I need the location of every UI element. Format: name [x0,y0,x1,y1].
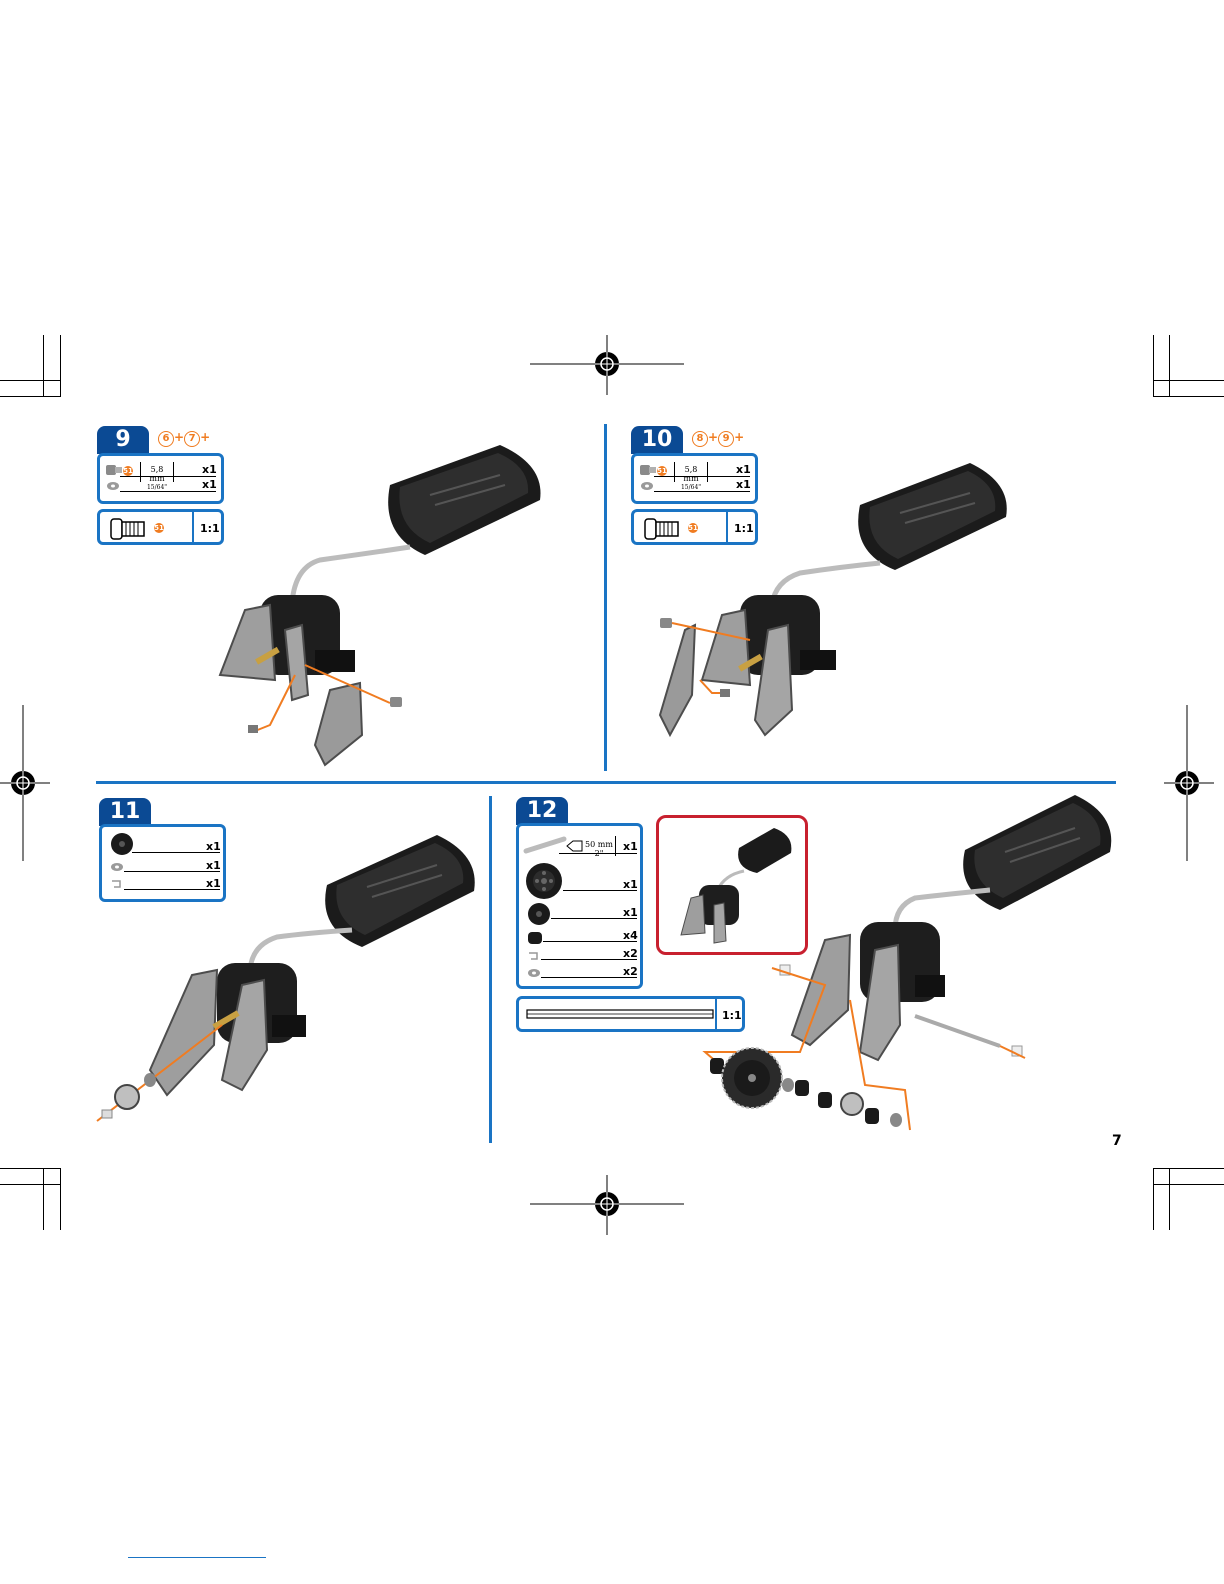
metal-bracket [220,605,275,680]
part-underline [543,941,637,942]
step-number: 11 [99,798,151,826]
prereq-step: 7 [184,431,200,447]
part-underline [541,977,637,978]
prereq-step: 6 [158,431,174,447]
prerequisite-steps: 8+9+ [692,430,744,447]
crop-mark [0,1184,60,1185]
screw-nut-icon [106,464,122,476]
clip-icon [102,1110,112,1118]
battery-box-icon [858,463,1007,570]
crop-mark [0,1168,60,1169]
crop-mark [0,396,60,397]
crop-mark [1153,1168,1224,1169]
metal-bracket [792,935,850,1045]
part-number-badge: 51 [123,466,133,476]
step-number: 12 [516,797,568,825]
part-underline [563,890,637,891]
crop-mark [1153,1184,1224,1185]
large-gear-icon [722,1048,782,1108]
metal-bracket [702,610,750,685]
footer-rule [128,1557,266,1558]
clip-icon [527,951,541,961]
motor-wire [292,547,410,603]
gear-icon [115,1085,139,1109]
metal-bracket [660,625,695,735]
part-underline [541,959,637,960]
scale-divider [192,512,194,542]
assembly-line [255,675,295,731]
battery-box-icon [388,445,540,555]
measure-divider [173,462,174,482]
crop-mark [60,1168,61,1230]
spacer-icon [818,1092,832,1108]
part-number-badge: 51 [154,523,164,533]
crop-mark [1169,335,1170,397]
crop-mark [1153,396,1224,397]
measure-mm: 50 mm [585,840,613,849]
washer-icon [144,1073,156,1087]
nut-icon [106,481,120,491]
metal-bracket [150,970,217,1095]
washer-icon [890,1113,902,1127]
assembly-illustration [640,455,1020,745]
crop-mark [43,1168,44,1230]
step-number: 10 [631,426,683,454]
crop-mark [1153,1168,1154,1230]
crop-mark [1153,380,1224,381]
assembly-line [97,1025,222,1121]
horizontal-divider [96,781,1116,784]
step-number: 9 [97,426,149,454]
crop-mark [1153,335,1154,397]
page-number: 7 [1112,1133,1122,1149]
screw [390,697,402,707]
crop-mark [43,335,44,397]
vertical-divider [489,796,492,1143]
measure-bracket-icon [567,840,583,852]
measure-divider [140,462,141,482]
nut [720,689,730,697]
registration-target-icon [530,1175,684,1235]
registration-target-icon [1164,705,1214,861]
part-quantity: x1 [623,840,638,853]
measure-label: 50 mm 2" [585,840,613,858]
registration-target-icon [0,705,50,861]
spacer-icon [527,930,543,946]
crop-mark [1169,1168,1170,1230]
large-gear-icon [525,862,563,900]
spacer-icon [865,1108,879,1124]
metal-bracket [315,683,362,765]
measure-mm: 5,8 mm [142,465,172,483]
parts-list: 50 mm 2" x1 x1 x1 x4 x2 [516,823,643,989]
axle-icon [524,836,572,854]
part-underline [551,918,637,919]
part-underline [559,853,637,854]
axle [915,1016,1000,1046]
small-gear-icon [841,1093,863,1115]
prereq-step: 8 [692,431,708,447]
assembly-illustration [700,790,1115,1140]
assembly-illustration [92,825,482,1135]
measure-label: 5,8 mm 15/64" [142,465,172,492]
assembly-illustration [200,435,550,775]
prereq-step: 9 [718,431,734,447]
washer-icon [527,968,541,978]
crop-mark [0,380,60,381]
crop-mark [60,335,61,397]
nut [248,725,258,733]
vertical-divider [604,424,607,771]
washer-icon [782,1078,794,1092]
spacer-icon [795,1080,809,1096]
screw-scale-icon [110,518,146,540]
registration-target-icon [530,335,684,395]
screw [660,618,672,628]
small-gear-icon [527,902,551,926]
axle-scale-icon [527,1009,713,1019]
